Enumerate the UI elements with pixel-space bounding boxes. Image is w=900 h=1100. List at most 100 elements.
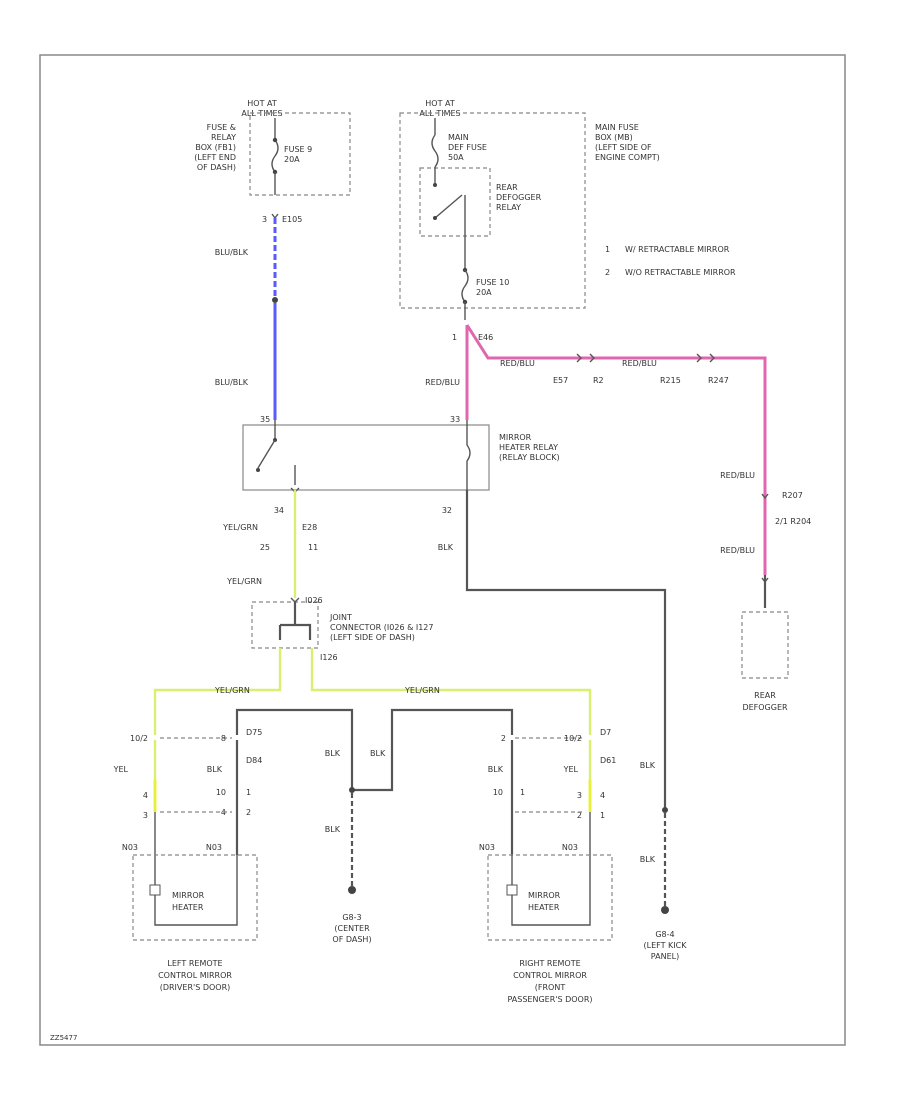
joint-label-1: JOINT <box>329 613 352 622</box>
connector-e105-label: E105 <box>282 215 302 224</box>
yel-grn-label-1: YEL/GRN <box>222 523 258 532</box>
ground-g83-label-3: OF DASH) <box>332 935 371 944</box>
legend: 1 W/ RETRACTABLE MIRROR 2 W/O RETRACTABL… <box>605 245 736 277</box>
main-fuse-box-outline <box>399 112 586 309</box>
fuse-box-left-line-3: BOX (FB1) <box>195 143 236 152</box>
yel-label-left: YEL <box>113 765 129 774</box>
right-mirror-heater-1: MIRROR <box>528 891 561 900</box>
right-mirror-label-1: RIGHT REMOTE <box>519 959 580 968</box>
blk-label-4: BLK <box>325 749 341 758</box>
rear-defogger-relay-outline <box>419 167 491 237</box>
mirror-relay-label-2: HEATER RELAY <box>499 443 558 452</box>
mirror-relay-switch <box>257 439 276 469</box>
connector-i126: I126 <box>320 653 338 662</box>
yel-grn-wire-right <box>310 648 592 735</box>
fuse-box-left-line-5: OF DASH) <box>197 163 236 172</box>
right-mirror-heater-2: HEATER <box>528 903 560 912</box>
n03-label-1: N03 <box>122 843 138 852</box>
right-mirror-label-4: PASSENGER'S DOOR) <box>507 995 592 1004</box>
left-mirror-heater-2: HEATER <box>172 903 204 912</box>
right-pin-1b: 1 <box>600 811 605 820</box>
fuse-box-left-line-2: RELAY <box>211 133 236 142</box>
red-blu-label-3: RED/BLU <box>425 378 460 387</box>
fuse-9-symbol <box>271 139 279 173</box>
fuse-box-left-line-1: FUSE & <box>207 123 236 132</box>
rear-relay-label-3: RELAY <box>496 203 521 212</box>
fuse-9-label: FUSE 9 <box>284 145 312 154</box>
rear-defogger-label-2: DEFOGGER <box>742 703 788 712</box>
connector-r207: R207 <box>782 491 803 500</box>
main-fuse-label-2: DEF FUSE <box>448 143 487 152</box>
main-fuse-label-3: 50A <box>448 153 464 162</box>
relay-switch <box>434 194 463 219</box>
relay-pin-32: 32 <box>442 506 452 515</box>
left-remote-mirror: 10/2 8 D75 D84 YEL BLK 4 3 10 1 4 2 N03 … <box>113 728 263 992</box>
main-def-fuse-symbol <box>431 134 439 168</box>
blk-label-8: BLK <box>488 765 504 774</box>
rear-defogger-outline <box>741 611 789 679</box>
hot-label-left-2: ALL TIMES <box>241 109 282 118</box>
pin-3-label: 3 <box>262 215 267 224</box>
red-blu-label-1: RED/BLU <box>500 359 535 368</box>
connector-r204: 2/1 R204 <box>775 517 811 526</box>
fuse-10-symbol <box>461 269 469 303</box>
right-pin-10-2: 10/2 <box>564 734 582 743</box>
mirror-heater-relay: 35 33 MIRROR HEATER RELAY (RELAY BLOCK) <box>242 415 560 491</box>
connector-i026: I026 <box>305 596 323 605</box>
left-mirror-label-1: LEFT REMOTE <box>167 959 222 968</box>
right-pin-1: 1 <box>520 788 525 797</box>
red-blu-label-2: RED/BLU <box>622 359 657 368</box>
rear-relay-label-1: REAR <box>496 183 518 192</box>
blk-wire-center-network <box>235 708 514 792</box>
pin-25-label: 25 <box>260 543 270 552</box>
joint-label-2: CONNECTOR (I026 & I127 <box>330 623 433 632</box>
fuse-10-label: FUSE 10 <box>476 278 509 287</box>
left-mirror-label-3: (DRIVER'S DOOR) <box>160 983 231 992</box>
n03-label-4: N03 <box>562 843 578 852</box>
fuse-9-rating: 20A <box>284 155 300 164</box>
fuse-box-outline-left <box>249 112 351 196</box>
right-pin-10: 10 <box>493 788 503 797</box>
rear-relay-label-2: DEFOGGER <box>496 193 542 202</box>
left-mirror-heater-1: MIRROR <box>172 891 205 900</box>
connector-e28: E28 <box>302 523 317 532</box>
ground-g84-label-1: G8-4 <box>655 930 674 939</box>
relay-pin-34: 34 <box>274 506 284 515</box>
relay-pin-35: 35 <box>260 415 270 424</box>
legend-num-1: 1 <box>605 245 610 254</box>
legend-text-2: W/O RETRACTABLE MIRROR <box>625 268 736 277</box>
fuse-10-rating: 20A <box>476 288 492 297</box>
main-fuse-box-line-4: ENGINE COMPT) <box>595 153 660 162</box>
blk-label-2: BLK <box>640 761 656 770</box>
footer-code: ZZ5477 <box>50 1034 77 1042</box>
connector-r247: R247 <box>708 376 729 385</box>
blu-blk-label-1: BLU/BLK <box>215 248 249 257</box>
right-mirror-label-3: (FRONT <box>535 983 566 992</box>
connector-e57: E57 <box>553 376 568 385</box>
connector-d84: D84 <box>246 756 262 765</box>
red-blu-label-5: RED/BLU <box>720 546 755 555</box>
ground-g84-label-2: (LEFT KICK <box>644 941 688 950</box>
fuse-box-left-line-4: (LEFT END <box>194 153 236 162</box>
yel-grn-label-3: YEL/GRN <box>214 686 250 695</box>
ground-g83-label-2: (CENTER <box>334 924 370 933</box>
red-blu-label-4: RED/BLU <box>720 471 755 480</box>
yel-label-right: YEL <box>563 765 579 774</box>
pin-11-label: 11 <box>308 543 318 552</box>
hot-label-right-1: HOT AT <box>425 99 455 108</box>
left-pin-1: 1 <box>246 788 251 797</box>
yel-grn-label-2: YEL/GRN <box>226 577 262 586</box>
main-fuse-label-1: MAIN <box>448 133 469 142</box>
main-fuse-box-line-2: BOX (MB) <box>595 133 633 142</box>
mirror-relay-label-1: MIRROR <box>499 433 532 442</box>
mirror-relay-outline <box>242 424 490 491</box>
ground-g84-label-3: PANEL) <box>651 952 679 961</box>
main-fuse-box: HOT AT ALL TIMES MAIN FUSE BOX (MB) (LEF… <box>399 99 660 342</box>
left-pin-4: 4 <box>143 791 148 800</box>
connector-e46-label: E46 <box>478 333 493 342</box>
diagram-frame <box>39 54 846 1046</box>
yel-grn-wire-left <box>153 648 282 735</box>
main-fuse-box-line-1: MAIN FUSE <box>595 123 639 132</box>
blk-label-7: BLK <box>207 765 223 774</box>
